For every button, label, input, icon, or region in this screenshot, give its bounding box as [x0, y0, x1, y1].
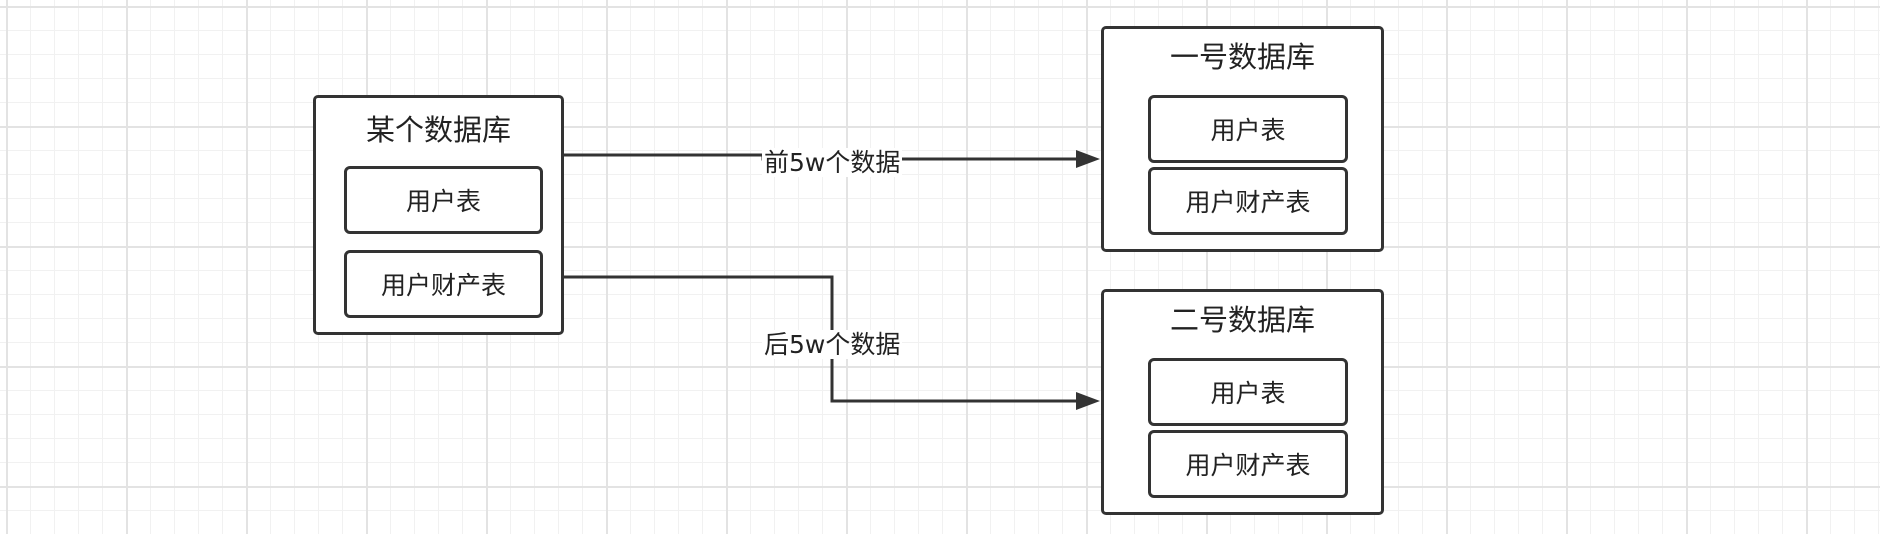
arrowhead-db1 [1076, 150, 1100, 168]
source-assets-table[interactable]: 用户财产表 [344, 250, 543, 318]
arrowhead-db2 [1076, 392, 1100, 410]
source-database-title: 某个数据库 [365, 113, 511, 147]
target-database-1[interactable]: 一号数据库 用户表 用户财产表 [1101, 26, 1384, 252]
db2-users-table[interactable]: 用户表 [1148, 358, 1348, 426]
target-database-2-title: 二号数据库 [1169, 303, 1315, 337]
source-assets-table-label: 用户财产表 [380, 271, 506, 300]
db2-assets-table[interactable]: 用户财产表 [1148, 430, 1348, 498]
target-database-2[interactable]: 二号数据库 用户表 用户财产表 [1101, 289, 1384, 515]
db2-users-table-label: 用户表 [1210, 379, 1286, 408]
target-database-1-title: 一号数据库 [1169, 40, 1315, 74]
edge-label-second-half: 后5w个数据 [762, 330, 903, 359]
db1-assets-table-label: 用户财产表 [1185, 188, 1311, 217]
edge-label-first-half: 前5w个数据 [762, 148, 903, 177]
db1-assets-table[interactable]: 用户财产表 [1148, 167, 1348, 235]
source-database[interactable]: 某个数据库 用户表 用户财产表 [313, 95, 564, 335]
source-users-table[interactable]: 用户表 [344, 166, 543, 234]
db1-users-table[interactable]: 用户表 [1148, 95, 1348, 163]
db1-users-table-label: 用户表 [1210, 116, 1286, 145]
source-users-table-label: 用户表 [405, 187, 481, 216]
db2-assets-table-label: 用户财产表 [1185, 451, 1311, 480]
